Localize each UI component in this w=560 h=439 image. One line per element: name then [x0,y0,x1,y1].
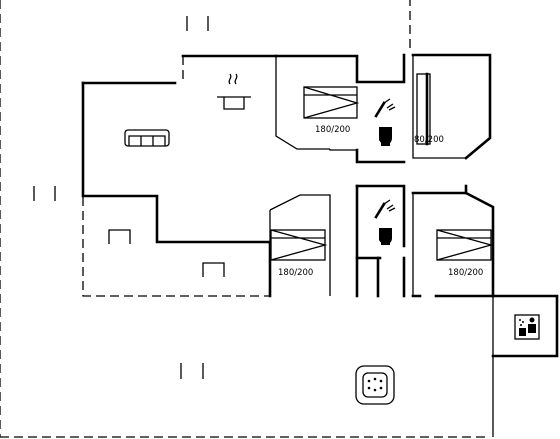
bed-size-label: 180/200 [278,268,313,278]
toilet-icon [379,127,392,146]
building-walls [81,53,559,437]
opening-marks [33,16,209,379]
bed-size-label: 80/200 [414,135,444,145]
terrace-outline [0,0,490,438]
shower-icon [374,98,396,118]
bed-upper-middle [303,86,360,119]
bed-upper-right [416,72,431,146]
fixture-left [108,229,131,244]
bed-lower-right [436,229,494,261]
sofa-icon [124,129,170,147]
cooking-pot-icon [217,73,251,110]
bed-lower-middle [270,229,328,261]
bed-size-label: 180/200 [448,268,483,278]
shower-icon [374,199,396,219]
toilet-icon [379,228,392,245]
sauna-icon [514,314,540,340]
fixture-middle [202,262,225,277]
bed-size-label: 180/200 [315,125,350,135]
hot-tub-icon [355,365,395,405]
